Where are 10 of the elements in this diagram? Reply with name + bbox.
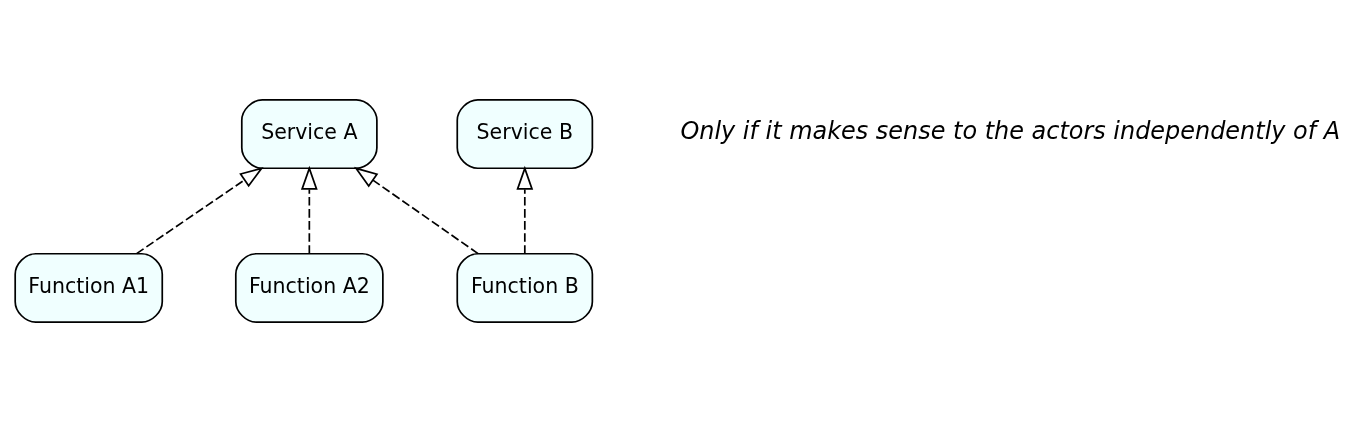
- arrow: [353, 166, 479, 255]
- node-box: Function B: [456, 252, 594, 323]
- node-box: Service A: [240, 99, 378, 170]
- node-box: Service B: [456, 99, 594, 170]
- arrow: [516, 165, 534, 255]
- arrow: [300, 165, 318, 255]
- node-box: Function A2: [234, 252, 384, 323]
- label: Only if it makes sense to the actors independently of A: [680, 116, 1341, 145]
- node-box: Function A1: [14, 252, 164, 323]
- arrow: [135, 166, 264, 255]
